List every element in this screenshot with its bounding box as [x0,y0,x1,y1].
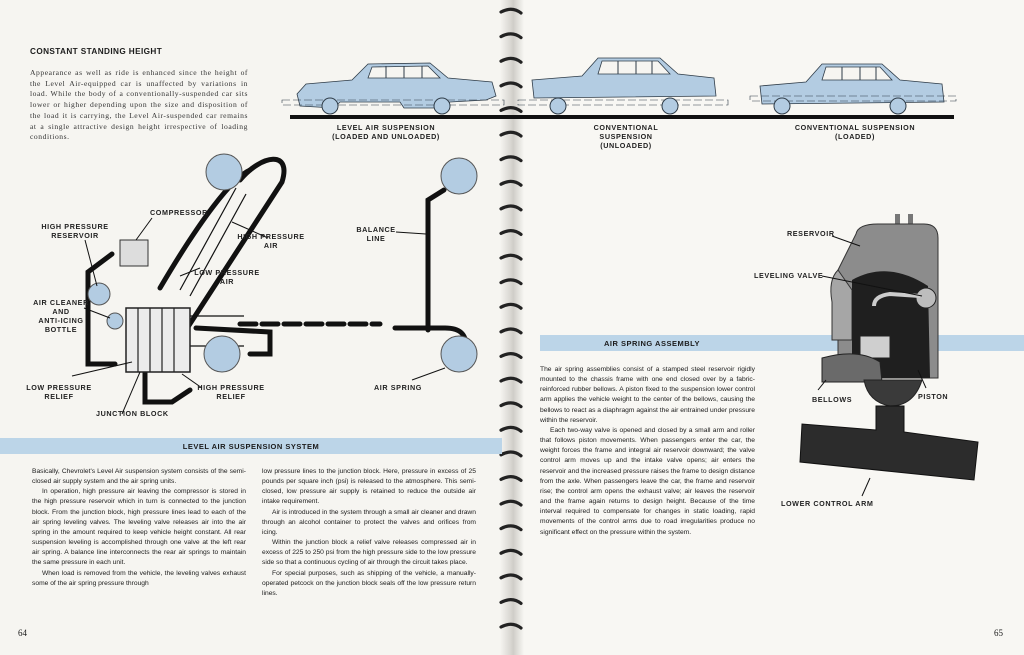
label-air-spring: AIR SPRING [374,383,422,392]
paragraph: Within the junction block a relief valve… [262,539,476,567]
caption-conventional-loaded: CONVENTIONAL SUSPENSION (LOADED) [794,123,916,141]
spiral-loop [499,573,523,581]
paragraph: In operation, high pressure air leaving … [32,488,246,567]
spiral-loop [499,352,523,359]
label-junction-block: JUNCTION BLOCK [96,409,169,418]
car-level-air [281,62,505,115]
label-air-cleaner: AIR CLEANER AND ANTI-ICING BOTTLE [33,298,89,334]
spiral-loop [499,401,523,409]
page-number-left: 64 [18,628,27,638]
spiral-loop [499,56,523,64]
compressor [119,239,149,267]
relief-line [142,367,193,405]
spiral-loop [499,376,523,384]
air-spring-rear [203,335,241,373]
spiral-loop [499,7,523,15]
car-comparison-illustration [281,57,957,119]
page-number-right: 65 [994,628,1003,638]
spiral-binding [499,7,523,630]
label-high-pressure-air: HIGH PRESSURE AIR [237,232,305,250]
spiral-loop [499,598,523,605]
high-pressure-reservoir [87,282,111,306]
paragraph: Basically, Chevrolet's Level Air suspens… [32,468,246,486]
caption-level-air: LEVEL AIR SUSPENSION (LOADED AND UNLOADE… [332,123,440,141]
spiral-loop [499,179,523,187]
label-low-pressure-air: LOW PRESSURE AIR [194,268,260,286]
paragraph: low pressure lines to the junction block… [262,468,476,506]
spiral-loop [499,155,523,163]
high-pressure-reservoir-top [205,153,243,191]
spiral-loop [499,130,523,138]
spiral-loop [499,548,523,556]
label-high-pressure-relief: HIGH PRESSURE RELIEF [197,383,265,401]
spiral-loop [499,524,523,532]
paragraph: Each two-way valve is opened and closed … [540,426,755,536]
spiral-loop [499,204,523,212]
section-title: CONSTANT STANDING HEIGHT [30,47,163,56]
spiral-loop [499,106,523,113]
label-leveling-valve: LEVELING VALVE [754,271,824,280]
right-page [512,0,1024,655]
junction-block [125,307,191,373]
left-column-1: Basically, Chevrolet's Level Air suspens… [32,467,246,589]
band-level-air-system: LEVEL AIR SUSPENSION SYSTEM [0,438,502,454]
spiral-loop [499,475,523,482]
supply-line [157,167,253,291]
label-piston: PISTON [918,392,949,401]
spiral-loop [499,278,523,286]
air-spring-front [440,335,478,373]
intro-paragraph: Appearance as well as ride is enhanced s… [30,68,248,142]
spiral-loop [499,499,523,507]
paragraph: Air is introduced in the system through … [262,508,476,536]
level-air-system-diagram [71,153,478,415]
spiral-loop [499,425,523,433]
thin-line-1 [179,187,237,291]
ground-line [290,115,954,119]
spiral-loop [499,253,523,261]
spiral-loop [499,327,523,335]
spiral-loop [499,32,523,40]
label-compressor: COMPRESSOR [150,208,208,217]
spiral-loop [499,81,523,89]
air-spring-assembly-illustration [799,214,979,481]
paragraph: When load is removed from the vehicle, t… [32,569,246,587]
spiral-loop [499,622,523,630]
leveling-valve [915,287,937,309]
air-cleaner [106,312,124,330]
low-pressure-line [85,251,118,367]
label-reservoir: RESERVOIR [787,229,835,238]
spiral-loop [499,302,523,310]
label-low-pressure-relief: LOW PRESSURE RELIEF [26,383,92,401]
label-bellows: BELLOWS [812,395,853,404]
balance-reservoir [440,157,478,195]
caption-conventional-unloaded: CONVENTIONAL SUSPENSION (UNLOADED) [593,123,659,150]
balance-line [425,187,447,333]
thin-line-2 [189,193,247,297]
paragraph: For special purposes, such as shipping o… [262,569,476,597]
left-column-2: low pressure lines to the junction block… [262,467,476,599]
spiral-loop [499,229,523,236]
paragraph: The air spring assemblies consist of a s… [540,366,755,424]
air-spring-line [193,325,273,357]
spiral-loop [499,450,523,458]
label-balance-line: BALANCE LINE [356,225,396,243]
label-high-pressure-reservoir: HIGH PRESSURE RESERVOIR [41,222,109,240]
car-conventional-unloaded [517,57,729,115]
label-lower-control-arm: LOWER CONTROL ARM [781,499,874,508]
right-column: The air spring assemblies consist of a s… [540,365,755,538]
car-conventional-loaded [749,63,957,115]
